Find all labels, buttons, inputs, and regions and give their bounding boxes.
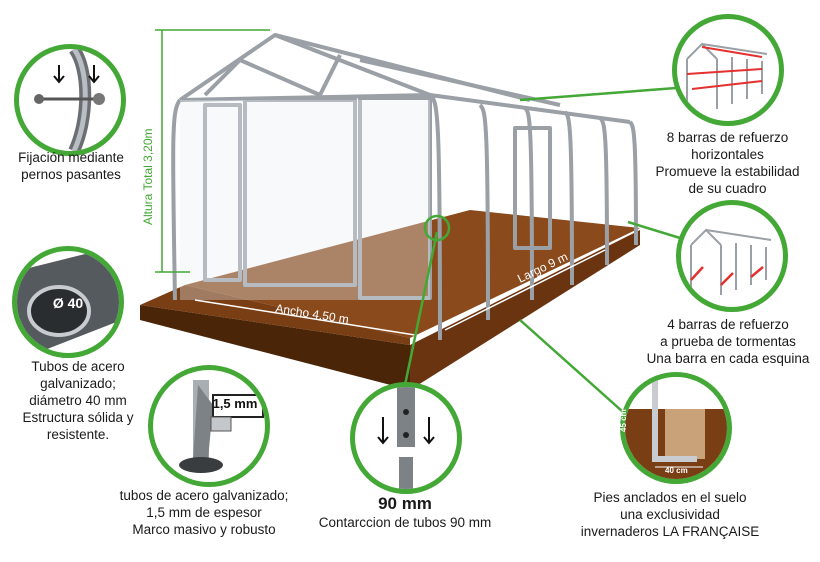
storm-bars-circle — [676, 200, 788, 312]
anchor-width-label: 40 cm — [665, 466, 688, 475]
sbars-caption-line-1: 4 barras de refuerzo — [667, 317, 789, 332]
joint-caption: 90 mm Contarccion de tubos 90 mm — [305, 494, 505, 531]
tube-caption-line-2: galvanizado; — [40, 376, 116, 391]
sbars-caption-line-3: Una barra en cada esquina — [646, 351, 810, 366]
thickness-caption: tubos de acero galvanizado; 1,5 mm de es… — [106, 487, 302, 538]
thickness-caption-line-2: 1,5 mm de espesor — [146, 505, 262, 520]
floor — [185, 210, 640, 338]
greenhouse-frame-icon — [686, 42, 768, 109]
joint-highlight — [423, 214, 451, 242]
bolts-caption-line-1: Fijación mediante — [18, 150, 124, 165]
floor-shadow — [140, 285, 410, 345]
hbars-caption-line-4: de su cuadro — [688, 181, 767, 196]
hbars-caption-line-1: 8 barras de refuerzo — [666, 130, 789, 145]
thickness-caption-line-1: tubos de acero galvanizado; — [119, 488, 289, 503]
sbars-caption-line-2: a prueba de tormentas — [660, 334, 796, 349]
hbars-caption-line-2: horizontales — [691, 147, 764, 162]
bolts-caption-line-2: pernos pasantes — [21, 167, 121, 182]
bolts-detail-circle — [14, 44, 126, 156]
joint-caption-line-1: Contarccion de tubos 90 mm — [318, 515, 492, 530]
tube-diameter-circle — [12, 246, 124, 358]
ground-slab-front — [410, 230, 640, 390]
caliper-icon — [179, 380, 264, 473]
thickness-circle — [148, 365, 270, 487]
ground-slab-side — [140, 305, 410, 390]
horizontal-bars-circle — [672, 14, 784, 126]
thickness-caption-line-3: Marco masivo y robusto — [132, 522, 276, 537]
thickness-badge: 1,5 mm — [212, 396, 258, 411]
hbars-caption-line-3: Promueve la estabilidad — [655, 164, 800, 179]
anchor-icon — [625, 377, 727, 479]
joint-circle — [350, 382, 462, 494]
anchor-caption-line-1: Pies anclados en el suelo — [593, 490, 747, 505]
tube-diameter-badge: Ø 40 — [52, 295, 84, 311]
tube-caption-line-1: Tubos de acero — [31, 359, 125, 374]
anchor-circle — [620, 372, 732, 484]
tube-diameter-caption: Tubos de acero galvanizado; diámetro 40 … — [4, 358, 152, 443]
frame — [171, 33, 638, 341]
joint-headline: 90 mm — [378, 494, 432, 513]
callout-connectors — [403, 86, 681, 421]
tube-icon — [17, 251, 119, 353]
storm-frame-icon — [690, 228, 772, 295]
joint-tube-icon — [377, 387, 435, 489]
horizontal-bars-caption: 8 barras de refuerzo horizontales Promue… — [640, 129, 815, 197]
anchor-caption-line-3: invernaderos LA FRANÇAISE — [580, 524, 760, 539]
tube-caption-line-5: resistente. — [46, 427, 110, 442]
gable-panel — [180, 100, 430, 300]
anchor-caption: Pies anclados en el suelo una exclusivid… — [570, 489, 770, 540]
bolts-caption: Fijación mediante pernos pasantes — [2, 149, 140, 183]
storm-bars-caption: 4 barras de refuerzo a prueba de torment… — [638, 316, 818, 367]
tube-caption-line-4: Estructura sólida y — [22, 410, 134, 425]
height-label: Altura Total 3,20m — [141, 128, 155, 225]
height-dimension — [155, 29, 270, 273]
anchor-depth-label: 45 cm — [619, 409, 628, 432]
tube-caption-line-3: diámetro 40 mm — [29, 393, 127, 408]
anchor-caption-line-2: una exclusividad — [620, 507, 720, 522]
dimension-lines — [194, 249, 606, 336]
bolt-icon — [34, 49, 105, 151]
